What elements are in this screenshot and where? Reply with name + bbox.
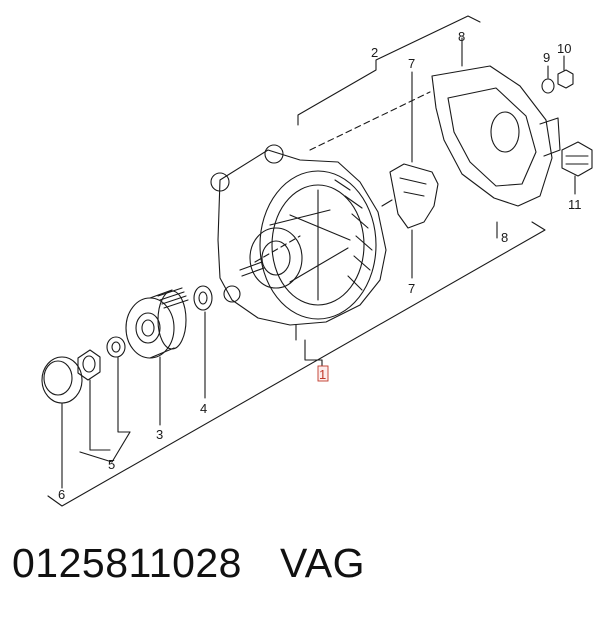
callout-8-top: 8 — [458, 29, 465, 44]
brand-label: VAG — [279, 540, 366, 586]
svg-text:1: 1 — [319, 367, 326, 382]
washer-part-5 — [79, 336, 131, 463]
callout-11: 11 — [568, 197, 582, 212]
part-number: 0125811028 — [12, 540, 242, 586]
alternator-part-1 — [210, 144, 387, 341]
callout-4: 4 — [200, 401, 207, 416]
nut-part-9 — [541, 65, 555, 94]
nut-part-5 — [77, 349, 111, 451]
callout-7-top: 7 — [408, 56, 415, 71]
rear-cover-part-8 — [431, 37, 561, 207]
part-caption: 0125811028 VAG — [12, 540, 365, 600]
assembly-bracket-lines — [47, 15, 546, 507]
exploded-parts-diagram: 2 8 7 9 10 11 8 7 1 4 3 5 6 — [41, 15, 593, 507]
nut-part-10 — [557, 55, 574, 89]
cap-part-6 — [41, 356, 83, 489]
callout-8-bottom: 8 — [501, 230, 508, 245]
callout-7-bottom: 7 — [408, 281, 415, 296]
callout-6: 6 — [58, 487, 65, 502]
callout-3: 3 — [156, 427, 163, 442]
callout-2: 2 — [371, 45, 378, 60]
callout-10: 10 — [557, 41, 571, 56]
callout-9: 9 — [543, 50, 550, 65]
pulley-part-3 — [125, 287, 189, 426]
connector-part-11 — [561, 141, 593, 195]
spacer-part-4 — [193, 285, 213, 399]
regulator-part-7 — [381, 71, 439, 279]
callout-5: 5 — [108, 457, 115, 472]
callout-1: 1 — [317, 365, 329, 382]
